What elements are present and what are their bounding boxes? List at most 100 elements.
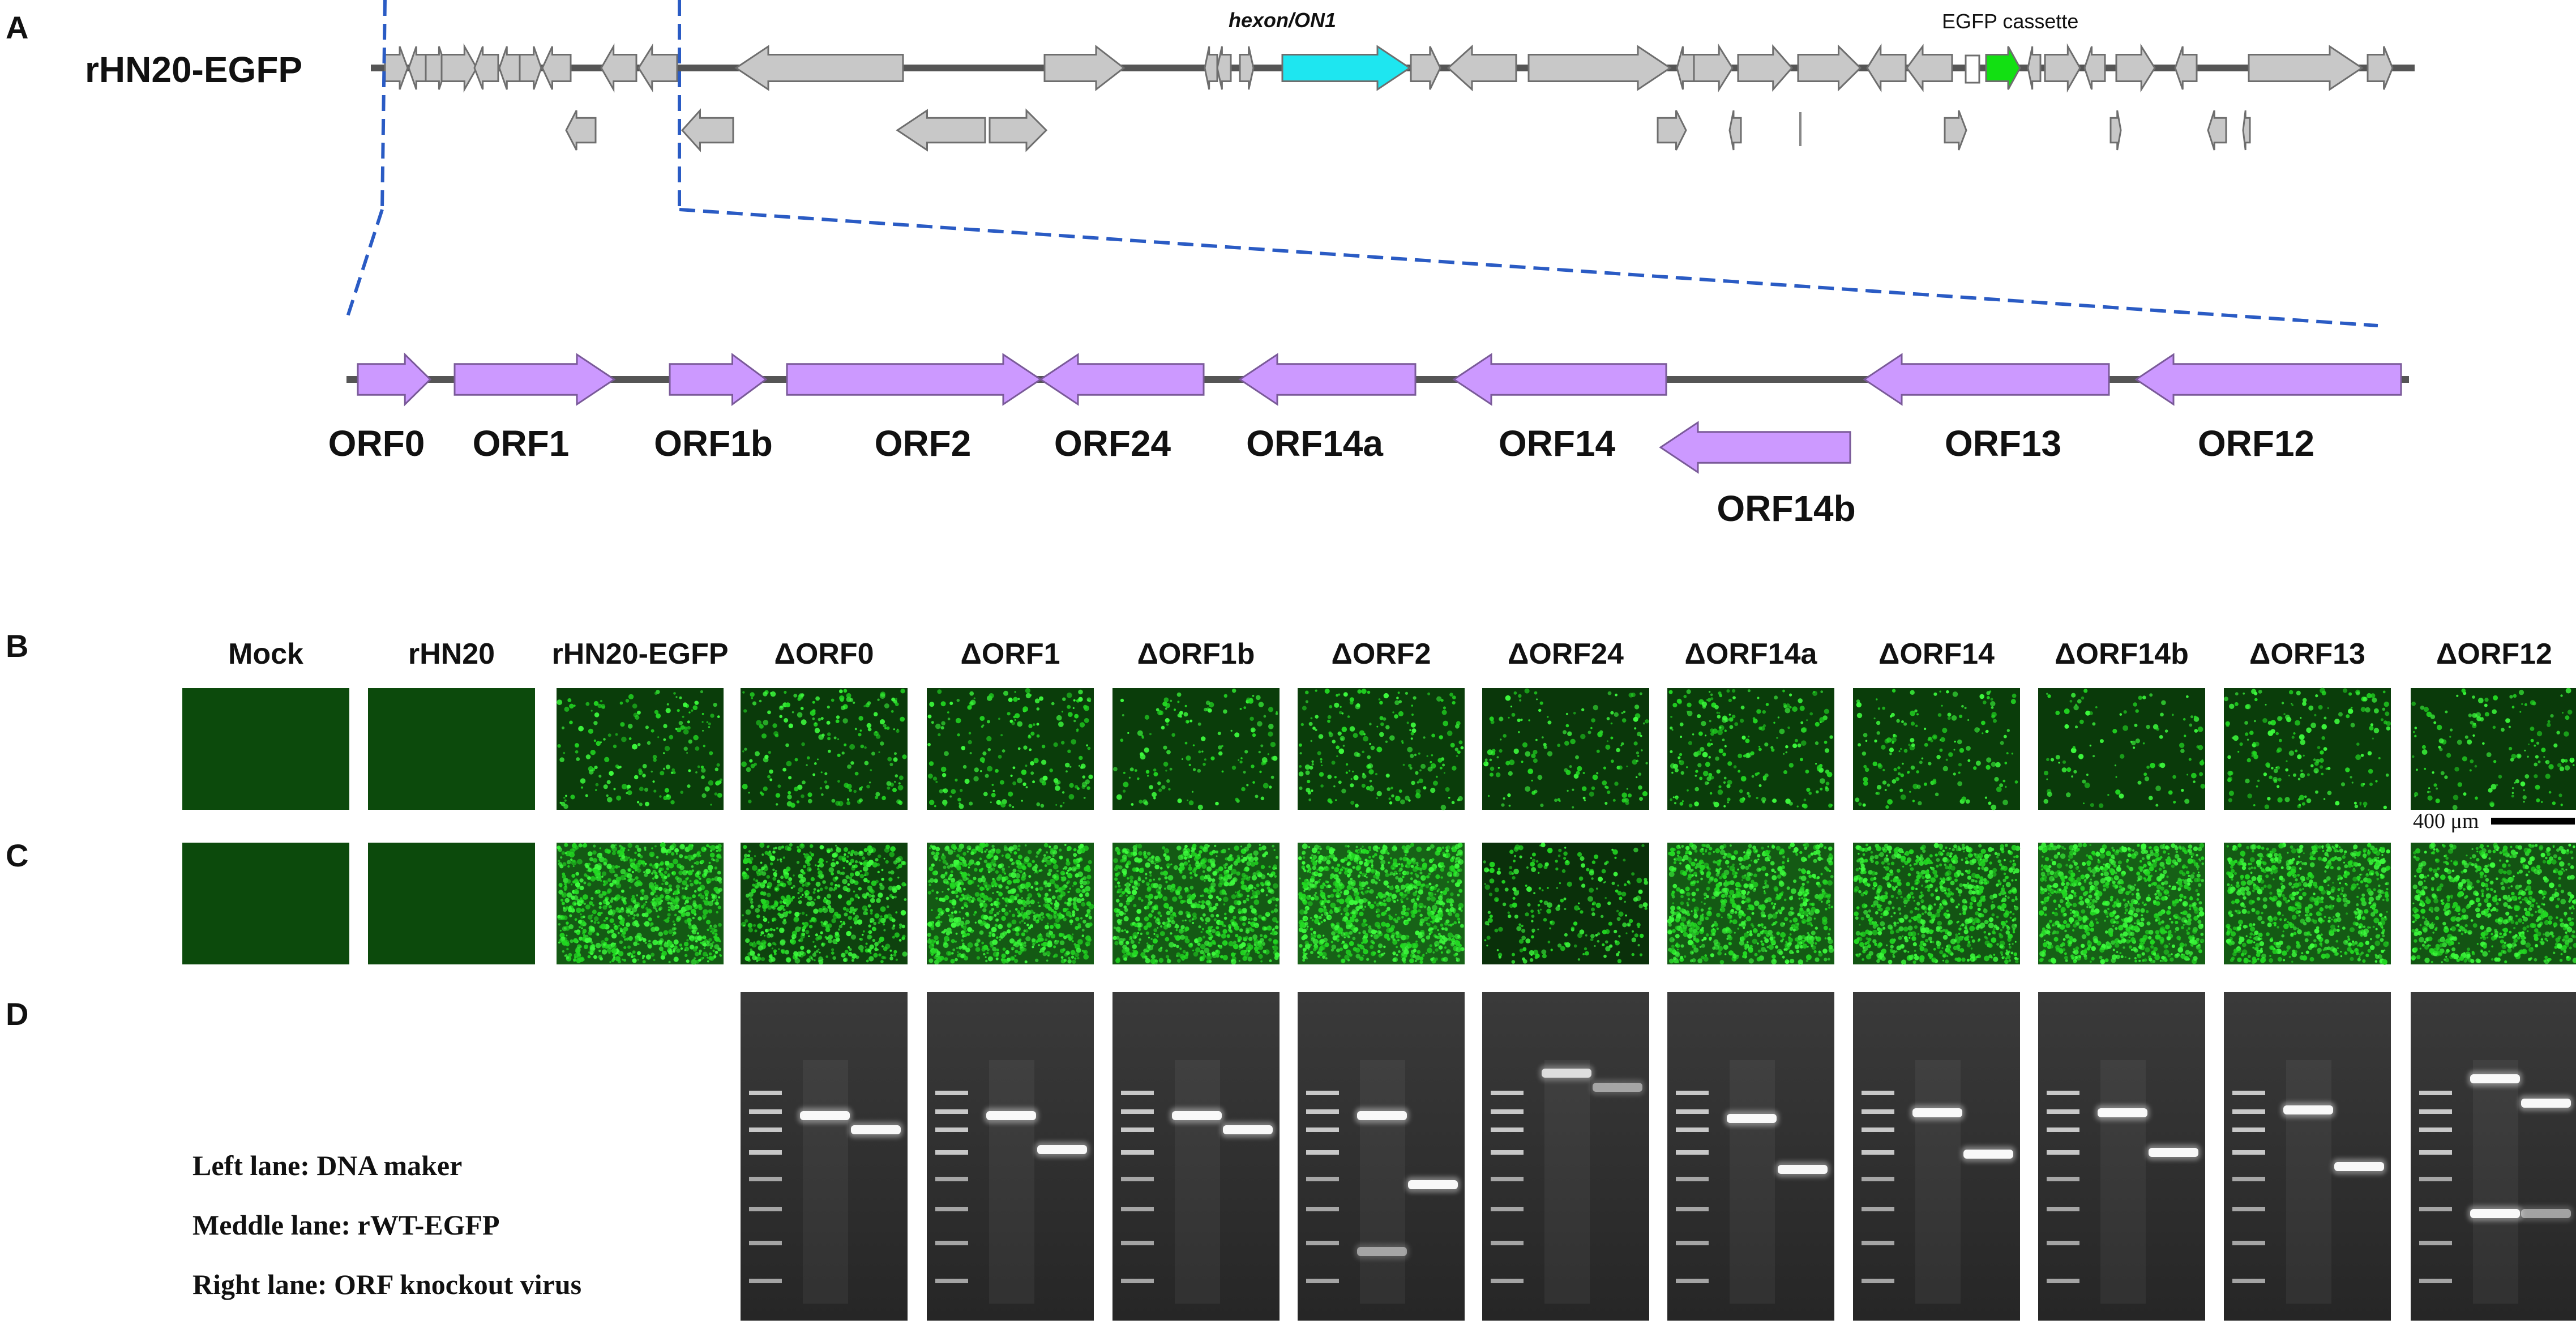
fluorescent-cell	[928, 938, 931, 940]
fluorescent-cell	[636, 801, 640, 804]
fluorescent-cell	[999, 892, 1003, 896]
fluorescent-cell	[1075, 953, 1080, 958]
fluorescent-cell	[1410, 732, 1414, 736]
fluorescent-cell	[592, 850, 597, 855]
fluorescent-cell	[1010, 956, 1015, 961]
fluorescent-cell	[1235, 934, 1239, 938]
fluorescent-cell	[927, 891, 932, 895]
fluorescent-cell	[686, 884, 689, 887]
fluorescent-cell	[1200, 736, 1206, 741]
fluorescent-cell	[607, 888, 612, 893]
fluorescent-cell	[859, 787, 863, 791]
fluorescent-cell	[752, 955, 757, 960]
fluorescent-cell	[797, 848, 802, 853]
fluorescent-cell	[1521, 761, 1524, 763]
fluorescent-cell	[755, 751, 760, 757]
fluorescent-cell	[2350, 723, 2355, 728]
fluorescent-cell	[859, 938, 863, 941]
fluorescent-cell	[755, 908, 760, 913]
fluorescent-cell	[1158, 710, 1164, 716]
fluorescent-cell	[953, 850, 956, 852]
fluorescent-cell	[859, 798, 863, 802]
fluorescent-cell	[947, 888, 950, 891]
fluorescent-cell	[1005, 853, 1011, 859]
fluorescent-cell	[2510, 758, 2514, 762]
fluorescent-cell	[745, 909, 751, 915]
fluorescent-cell	[763, 691, 768, 697]
fluorescent-cell	[1087, 699, 1089, 702]
fluorescent-cell	[560, 856, 563, 859]
fluorescent-cell	[848, 952, 853, 956]
fluorescent-cell	[1741, 735, 1746, 740]
fluorescent-cell	[1165, 718, 1170, 723]
fluorescent-cell	[637, 951, 641, 955]
fluorescent-cell	[801, 719, 807, 725]
fluorescent-cell	[1066, 950, 1070, 955]
fluorescent-cell	[1025, 936, 1031, 942]
fluorescent-cell	[1701, 721, 1706, 727]
fluorescent-cell	[1061, 886, 1066, 891]
fluorescent-cell	[1013, 697, 1018, 702]
fluorescent-cell	[676, 892, 679, 895]
fluorescent-cell	[632, 703, 637, 709]
fluorescent-cell	[2364, 805, 2366, 808]
fluorescent-cell	[1705, 734, 1707, 737]
fluorescent-cell	[2567, 710, 2573, 715]
fluorescent-cell	[2199, 772, 2203, 776]
fluorescent-cell	[769, 855, 776, 861]
fluorescent-cell	[664, 860, 670, 866]
fluorescent-cell	[1503, 734, 1507, 738]
fluorescent-cell	[1187, 799, 1189, 801]
fluorescent-cell	[2308, 705, 2314, 711]
fluorescent-cell	[1716, 769, 1721, 774]
fluorescent-cell	[979, 757, 985, 763]
fluorescent-cell	[690, 938, 695, 942]
fluorescent-cell	[673, 939, 679, 945]
fluorescent-cell	[1327, 798, 1332, 803]
fluorescent-cell	[1017, 848, 1021, 852]
fluorescent-cell	[588, 951, 590, 954]
fluorescent-cell	[1218, 751, 1223, 756]
fluorescent-cell	[1036, 802, 1041, 806]
fluorescent-cell	[2464, 735, 2468, 739]
fluorescent-cell	[882, 796, 886, 801]
fluorescent-cell	[774, 733, 779, 738]
fluorescent-cell	[1198, 900, 1201, 903]
fluorescent-cell	[1017, 862, 1019, 864]
fluorescent-cell	[1327, 774, 1332, 779]
fluorescent-cell	[846, 798, 850, 801]
fluorescent-cell	[898, 782, 901, 785]
fluorescent-cell	[1008, 910, 1012, 913]
fluorescent-cell	[2058, 762, 2060, 764]
fluorescent-cell	[867, 701, 871, 705]
fluorescent-cell	[831, 951, 835, 955]
fluorescent-cell	[2071, 775, 2074, 778]
fluorescent-cell	[785, 911, 789, 915]
fluorescent-cell	[2524, 774, 2530, 779]
fluorescent-cell	[1087, 746, 1091, 750]
fluorescent-cell	[1140, 754, 1146, 760]
fluorescent-cell	[982, 908, 987, 913]
fluorescent-cell	[889, 852, 895, 857]
fluorescent-cell	[962, 925, 967, 930]
fluorescent-cell	[825, 785, 829, 789]
fluorescent-cell	[668, 862, 674, 869]
fluorescent-cell	[962, 764, 967, 769]
column-label-11: ΔORF13	[2249, 638, 2365, 670]
fluorescent-cell	[1863, 733, 1868, 737]
fluorescent-cell	[1017, 885, 1021, 889]
fluorescent-cell	[651, 847, 653, 849]
fluorescent-cell	[996, 898, 999, 901]
fluorescent-cell	[1995, 762, 2001, 768]
fluorescent-cell	[599, 925, 602, 929]
fluorescent-cell	[1577, 766, 1582, 771]
fluorescent-cell	[854, 851, 858, 856]
fluorescent-cell	[1066, 692, 1072, 698]
fluorescent-cell	[888, 877, 893, 882]
fluorescent-cell	[2226, 724, 2230, 727]
fluorescent-cell	[827, 732, 831, 736]
fluorescent-cell	[590, 750, 596, 755]
fluorescent-cell	[1531, 779, 1533, 781]
fluorescent-cell	[1567, 789, 1569, 792]
fluorescent-cell	[1242, 916, 1247, 921]
